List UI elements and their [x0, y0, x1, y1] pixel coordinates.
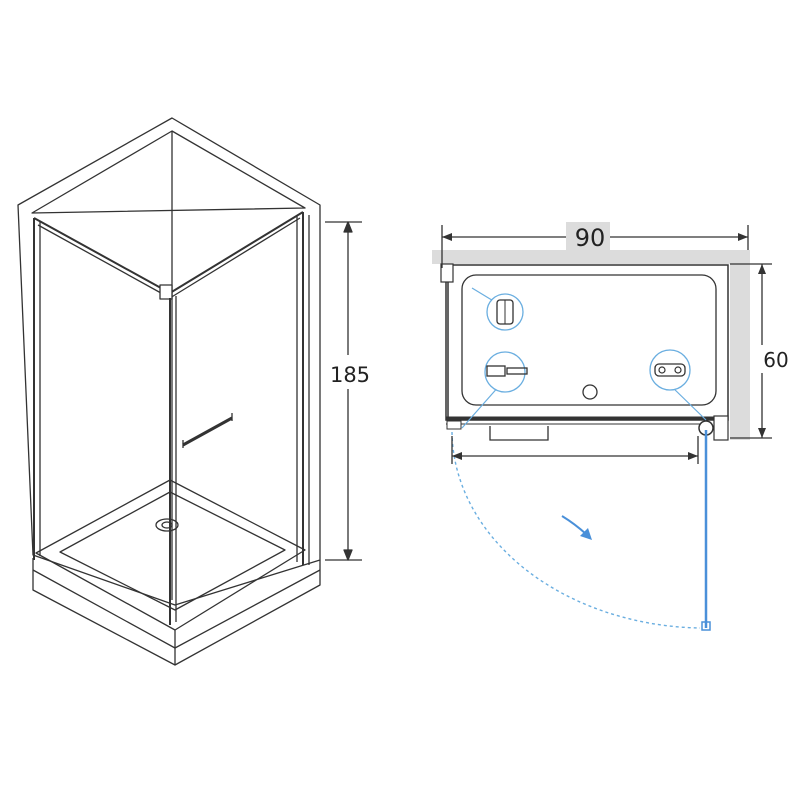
hinge-bracket [713, 415, 729, 441]
width-label-bg [566, 222, 610, 252]
handle-icon [484, 351, 528, 393]
depth-arrow-bottom [758, 428, 766, 438]
door-handle [182, 416, 233, 447]
plan-view [432, 225, 772, 631]
drain-inner [161, 521, 173, 529]
left-wall-profile [440, 263, 454, 283]
plan-handle [489, 426, 549, 441]
back-wall [432, 250, 750, 264]
swing-arc [451, 431, 701, 629]
width-arrow-right [738, 233, 748, 241]
opening-arrow-right [688, 452, 698, 460]
hinge-icon [486, 293, 524, 331]
tray-outline [445, 264, 729, 421]
drain [155, 518, 179, 532]
plan-drain [582, 384, 598, 400]
depth-label-bg [752, 345, 790, 373]
height-arrow-top [343, 221, 353, 233]
open-door-end [701, 621, 711, 631]
swing-arrowhead [580, 528, 592, 540]
tray-top [35, 479, 306, 631]
depth-arrow-top [758, 264, 766, 274]
bracket-icon [649, 349, 691, 391]
height-arrow-bottom [343, 549, 353, 561]
tray-basin [461, 274, 717, 406]
tray-inner [59, 491, 286, 611]
top-clamp [159, 284, 173, 300]
left-clip [446, 420, 462, 430]
top-frame [33, 211, 304, 294]
back-wall-inner [31, 130, 306, 214]
callout-line-2 [461, 384, 501, 429]
width-arrow-left [442, 233, 452, 241]
depth-label: 60 [763, 348, 788, 372]
opening-arrow-left [452, 452, 462, 460]
swing-arrow-icon [561, 515, 587, 535]
callout-line-3 [669, 384, 707, 421]
isometric-view [17, 117, 362, 666]
width-label: 90 [575, 224, 606, 252]
side-wall [730, 250, 750, 440]
height-label-bg [326, 355, 370, 389]
height-label: 185 [330, 363, 370, 387]
